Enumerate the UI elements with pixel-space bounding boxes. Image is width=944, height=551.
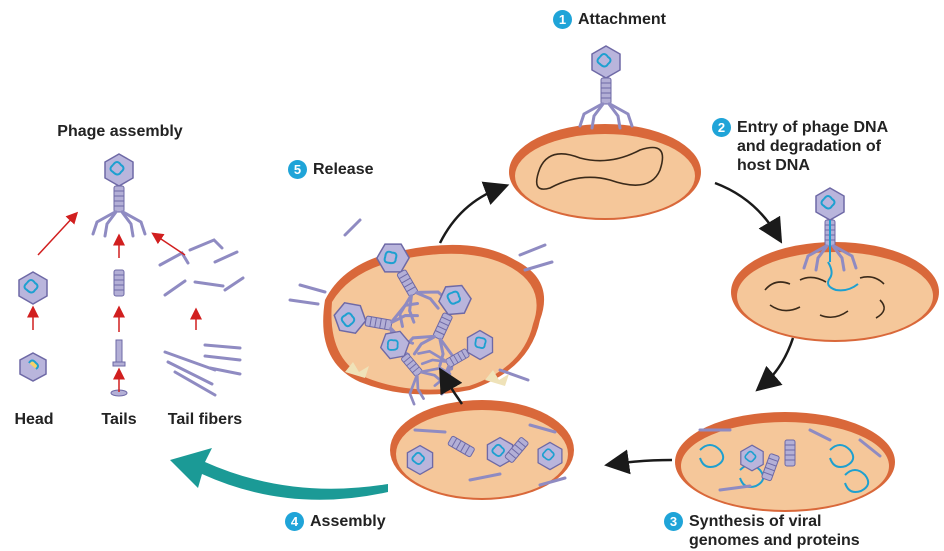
cell-attachment <box>509 46 701 220</box>
tail-complete-icon <box>114 270 124 296</box>
step-1-text: Attachment <box>578 11 666 28</box>
step-4-text: Assembly <box>310 513 386 530</box>
badge-3-icon: 3 <box>664 512 683 531</box>
assembled-phage-icon <box>93 154 145 236</box>
arrow-synthesis-to-assembly <box>614 460 672 464</box>
cell-assembly <box>390 400 574 500</box>
cell-release <box>290 220 552 406</box>
badge-5-icon: 5 <box>288 160 307 179</box>
part-tail-fibers-label: Tail fibers <box>155 410 255 429</box>
step-release-label: 5 Release <box>288 160 374 179</box>
arrow-entry-to-synthesis <box>763 338 793 385</box>
badge-4-icon: 4 <box>285 512 304 531</box>
tail-fibers-bottom-icon <box>165 345 240 395</box>
cell-synthesis <box>675 412 895 512</box>
tail-fibers-top-icon <box>160 240 243 295</box>
step-entry-label: 2 Entry of phage DNA and degradation of h… <box>712 118 888 175</box>
step-attachment-label: 1 Attachment <box>553 10 666 29</box>
phage-assembly-panel <box>19 154 243 396</box>
step-3-line-2: genomes and proteins <box>664 531 860 550</box>
step-2-line-1: Entry of phage DNA <box>737 119 888 136</box>
arrow-attachment-to-entry <box>715 183 777 235</box>
step-3-line-1: Synthesis of viral <box>689 513 822 530</box>
phage-attaching-icon <box>580 46 632 128</box>
big-teal-arrow <box>170 448 388 500</box>
step-synthesis-label: 3 Synthesis of viral genomes and proteins <box>664 512 860 550</box>
head-complete-icon <box>19 272 47 304</box>
cell-entry <box>731 188 939 342</box>
step-2-line-2: and degradation of <box>712 137 888 156</box>
phage-assembly-title: Phage assembly <box>40 122 200 141</box>
part-head-label: Head <box>4 410 64 429</box>
tail-core-icon <box>113 340 125 366</box>
arrow-release-to-attachment <box>440 188 500 243</box>
step-5-text: Release <box>313 161 374 178</box>
badge-1-icon: 1 <box>553 10 572 29</box>
head-partial-icon <box>20 353 46 381</box>
badge-2-icon: 2 <box>712 118 731 137</box>
part-tails-label: Tails <box>89 410 149 429</box>
step-2-line-3: host DNA <box>712 156 888 175</box>
step-assembly-label: 4 Assembly <box>285 512 386 531</box>
